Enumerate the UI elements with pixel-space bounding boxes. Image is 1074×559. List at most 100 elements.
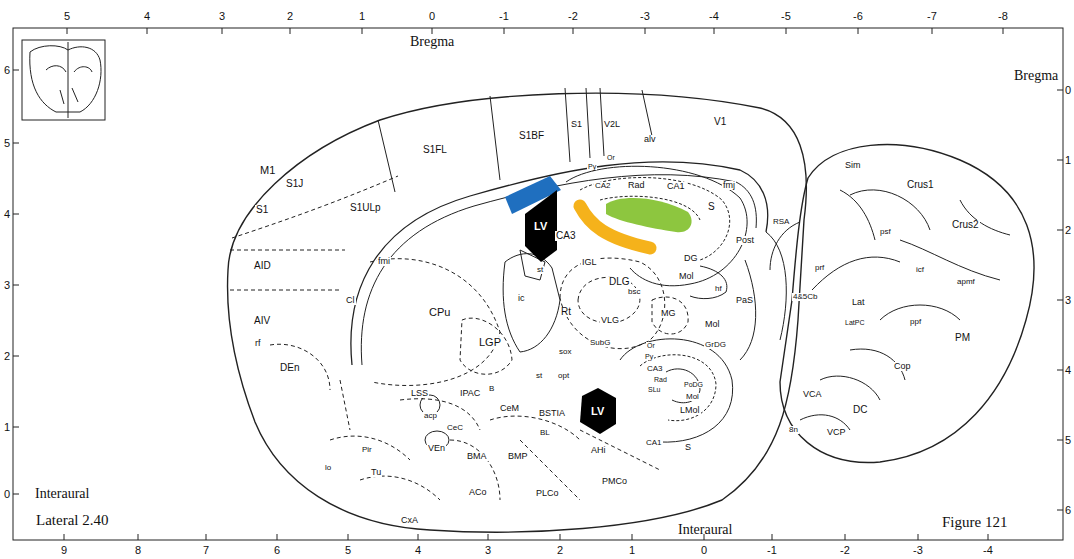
region-label: BMP bbox=[507, 452, 529, 461]
axis-number: -1 bbox=[767, 545, 777, 556]
region-label: st bbox=[536, 266, 544, 274]
axis-number: 6 bbox=[1065, 505, 1071, 516]
region-label: Mol bbox=[704, 320, 721, 329]
region-label: V2L bbox=[603, 120, 621, 129]
region-label: Post bbox=[735, 236, 755, 245]
axis-number: 1 bbox=[4, 422, 10, 433]
region-label: Cl bbox=[345, 296, 356, 305]
atlas-caption: Interaural bbox=[678, 523, 732, 537]
axis-number: 2 bbox=[287, 11, 293, 22]
axis-number: 2 bbox=[557, 545, 563, 556]
axis-number: 4 bbox=[4, 209, 10, 220]
region-label: ppf bbox=[909, 318, 922, 326]
region-label: CeM bbox=[499, 404, 520, 413]
axis-number: 1 bbox=[359, 11, 365, 22]
region-label: IPAC bbox=[459, 389, 481, 398]
axis-number: 3 bbox=[485, 545, 491, 556]
region-label: CA1 bbox=[645, 439, 663, 447]
region-label: AHi bbox=[590, 446, 607, 455]
region-label: CA2 bbox=[594, 182, 612, 190]
region-label: B bbox=[488, 385, 495, 393]
axis-number: -7 bbox=[927, 11, 937, 22]
axis-number: 1 bbox=[629, 545, 635, 556]
axis-number: 1 bbox=[1065, 155, 1071, 166]
axis-number: 9 bbox=[61, 545, 67, 556]
region-label: RSA bbox=[772, 218, 790, 226]
atlas-caption: Bregma bbox=[1014, 69, 1058, 83]
axis-number: 5 bbox=[64, 11, 70, 22]
region-label: DEn bbox=[279, 363, 300, 373]
region-label: Lat bbox=[851, 298, 866, 307]
region-label: psf bbox=[879, 228, 892, 236]
axis-number: 5 bbox=[345, 545, 351, 556]
axis-number: -8 bbox=[998, 11, 1008, 22]
axis-number: 8 bbox=[135, 545, 141, 556]
ventricle-region: LV bbox=[578, 388, 618, 434]
region-label: VCA bbox=[802, 390, 823, 399]
axis-number: 2 bbox=[4, 351, 10, 362]
region-label: Pir bbox=[361, 446, 373, 454]
region-label: S1ULp bbox=[349, 203, 382, 213]
axis-number: -3 bbox=[913, 545, 923, 556]
axis-number: -3 bbox=[640, 11, 650, 22]
region-label: Crus1 bbox=[906, 180, 935, 190]
region-label: CxA bbox=[400, 516, 419, 525]
region-label: apmf bbox=[956, 278, 976, 286]
ventricle-label: LV bbox=[534, 220, 547, 232]
region-label: PaS bbox=[735, 296, 754, 305]
region-label: rf bbox=[254, 339, 262, 348]
region-label: icf bbox=[915, 266, 925, 274]
axis-number: -4 bbox=[709, 11, 719, 22]
region-label: Tu bbox=[370, 468, 382, 477]
axis-number: 4 bbox=[1065, 365, 1071, 376]
region-label: PLCo bbox=[535, 489, 560, 498]
region-label: fmj bbox=[722, 181, 736, 190]
axis-number: -2 bbox=[840, 545, 850, 556]
axis-number: 0 bbox=[1065, 85, 1071, 96]
region-label: ic bbox=[517, 294, 526, 303]
region-label: AID bbox=[253, 261, 272, 271]
region-label: DLG bbox=[608, 277, 631, 287]
axis-number: -6 bbox=[853, 11, 863, 22]
region-label: BSTIA bbox=[538, 409, 566, 418]
region-label: CA1 bbox=[666, 182, 686, 191]
region-label: S bbox=[707, 202, 716, 212]
region-label: Crus2 bbox=[951, 220, 980, 230]
axis-number: -2 bbox=[568, 11, 578, 22]
region-label: Rad bbox=[653, 376, 668, 383]
axis-number: -1 bbox=[499, 11, 509, 22]
region-label: VLG bbox=[600, 316, 620, 325]
region-label: Or bbox=[606, 154, 616, 161]
region-label: CPu bbox=[428, 307, 451, 318]
region-label: LMol bbox=[679, 406, 701, 415]
region-label: S bbox=[684, 443, 692, 452]
region-label: Py bbox=[644, 353, 654, 360]
region-label: Rad bbox=[627, 181, 646, 190]
region-label: ACo bbox=[468, 488, 488, 497]
region-label: opt bbox=[557, 372, 570, 380]
atlas-caption: Figure 121 bbox=[942, 515, 1007, 530]
region-label: CA3 bbox=[646, 365, 664, 373]
region-label: S1FL bbox=[422, 145, 448, 155]
region-label: st bbox=[535, 372, 543, 380]
axis-number: 0 bbox=[701, 545, 707, 556]
region-label: AIV bbox=[253, 316, 271, 326]
ventricle-fill bbox=[525, 190, 557, 262]
region-label: MG bbox=[660, 309, 677, 318]
region-label: LGP bbox=[478, 337, 502, 348]
axis-number: 7 bbox=[203, 545, 209, 556]
region-label: GrDG bbox=[704, 341, 727, 349]
axis-number: 3 bbox=[219, 11, 225, 22]
atlas-caption: Bregma bbox=[410, 35, 454, 49]
axis-number: 5 bbox=[4, 138, 10, 149]
region-label: LSS bbox=[410, 389, 429, 398]
region-label: acp bbox=[423, 412, 438, 420]
region-label: 8n bbox=[788, 426, 799, 434]
region-label: BMA bbox=[466, 452, 488, 461]
region-label: fmi bbox=[377, 257, 391, 266]
region-label: DC bbox=[852, 405, 868, 415]
region-label: S1BF bbox=[518, 131, 545, 141]
region-label: M1 bbox=[259, 165, 276, 176]
